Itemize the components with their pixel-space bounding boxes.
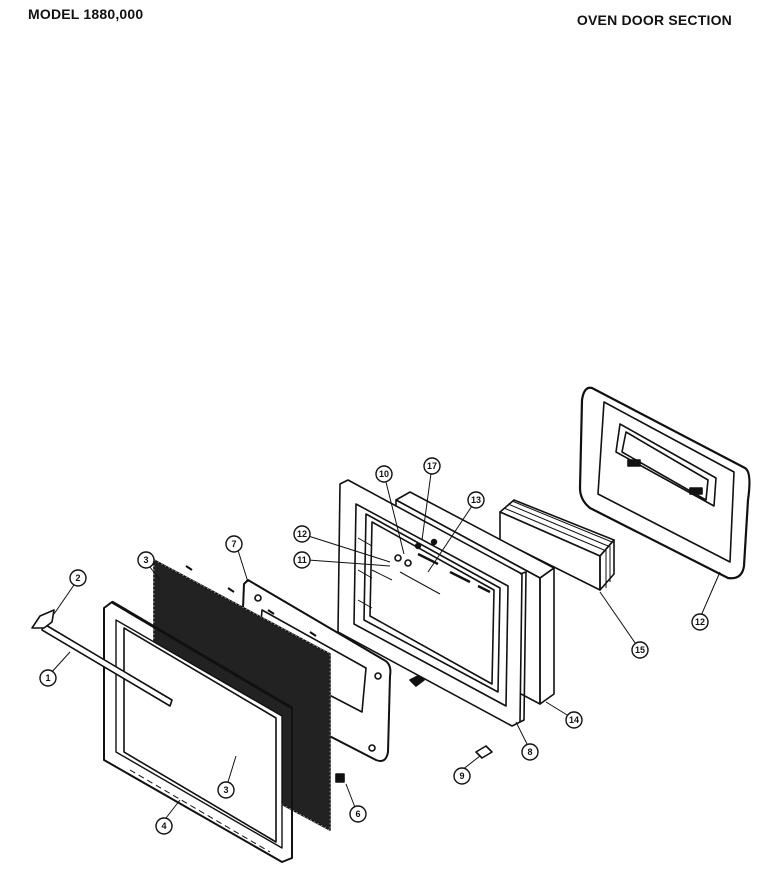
model-title: MODEL 1880,000 bbox=[28, 6, 144, 22]
callout-13: 13 bbox=[467, 491, 485, 509]
svg-text:6: 6 bbox=[355, 809, 360, 819]
svg-text:3: 3 bbox=[143, 555, 148, 565]
callout-6: 6 bbox=[349, 805, 367, 823]
callout-12-right: 12 bbox=[691, 613, 709, 631]
svg-text:10: 10 bbox=[379, 469, 389, 479]
callout-3-top: 3 bbox=[137, 551, 155, 569]
callouts: 1 2 3 3 4 6 7 8 9 10 11 12 13 14 15 12 1… bbox=[39, 457, 709, 835]
svg-text:2: 2 bbox=[75, 573, 80, 583]
insulation-pack bbox=[499, 499, 615, 591]
leader-lines bbox=[49, 465, 721, 819]
svg-text:17: 17 bbox=[427, 461, 437, 471]
svg-text:15: 15 bbox=[635, 645, 645, 655]
svg-text:12: 12 bbox=[695, 617, 705, 627]
callout-2: 2 bbox=[69, 569, 87, 587]
svg-text:14: 14 bbox=[569, 715, 579, 725]
callout-1: 1 bbox=[39, 669, 57, 687]
callout-7: 7 bbox=[225, 535, 243, 553]
callout-4: 4 bbox=[155, 817, 173, 835]
svg-text:7: 7 bbox=[231, 539, 236, 549]
door-liner-panel bbox=[578, 386, 751, 580]
callout-9: 9 bbox=[453, 767, 471, 785]
section-title: OVEN DOOR SECTION bbox=[576, 12, 732, 28]
svg-text:9: 9 bbox=[459, 771, 464, 781]
svg-text:4: 4 bbox=[161, 821, 166, 831]
callout-10: 10 bbox=[375, 465, 393, 483]
callout-14: 14 bbox=[565, 711, 583, 729]
svg-text:3: 3 bbox=[223, 785, 228, 795]
fastener bbox=[335, 773, 345, 783]
clip bbox=[475, 745, 493, 759]
callout-11: 11 bbox=[293, 551, 311, 569]
clips bbox=[185, 565, 317, 637]
svg-text:11: 11 bbox=[297, 555, 307, 565]
callout-17: 17 bbox=[423, 457, 441, 475]
callout-3-bottom: 3 bbox=[217, 781, 235, 799]
callout-8: 8 bbox=[521, 743, 539, 761]
handle-clip bbox=[31, 609, 55, 629]
outer-door-frame bbox=[103, 600, 293, 863]
svg-text:8: 8 bbox=[527, 747, 532, 757]
callout-15: 15 bbox=[631, 641, 649, 659]
clip bbox=[409, 675, 425, 687]
callout-12-left: 12 bbox=[293, 525, 311, 543]
svg-text:13: 13 bbox=[471, 495, 481, 505]
svg-text:12: 12 bbox=[297, 529, 307, 539]
svg-text:1: 1 bbox=[45, 673, 50, 683]
door-frame bbox=[337, 479, 527, 727]
